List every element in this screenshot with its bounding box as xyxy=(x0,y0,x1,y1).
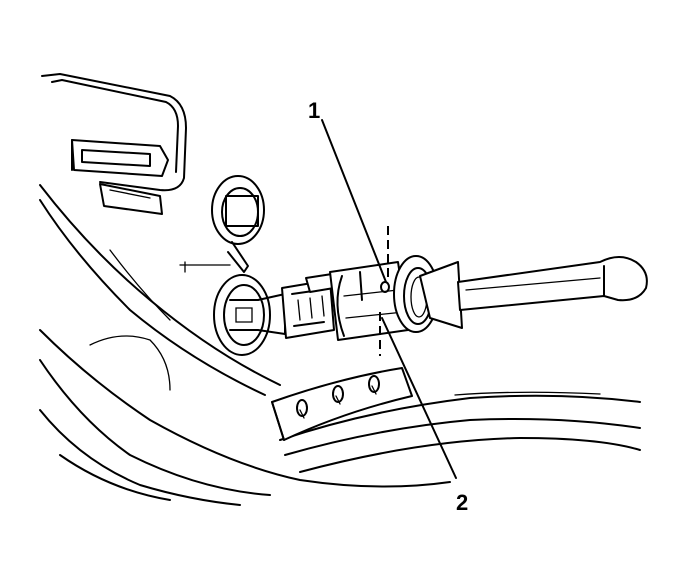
leader-line-2 xyxy=(381,317,457,479)
dash-vent-bracket xyxy=(71,139,169,215)
dashboard-panel xyxy=(39,73,641,506)
outlet-housing xyxy=(329,261,409,341)
wiring-connector xyxy=(257,273,335,339)
outlet-cap xyxy=(211,175,265,273)
dash-bezel-slots xyxy=(271,367,413,441)
callout-1-label: 1 xyxy=(308,98,320,123)
outlet-socket xyxy=(213,274,271,356)
leader-line-1 xyxy=(321,119,387,283)
removal-tool xyxy=(419,256,648,329)
callout-2-label: 2 xyxy=(456,490,468,515)
